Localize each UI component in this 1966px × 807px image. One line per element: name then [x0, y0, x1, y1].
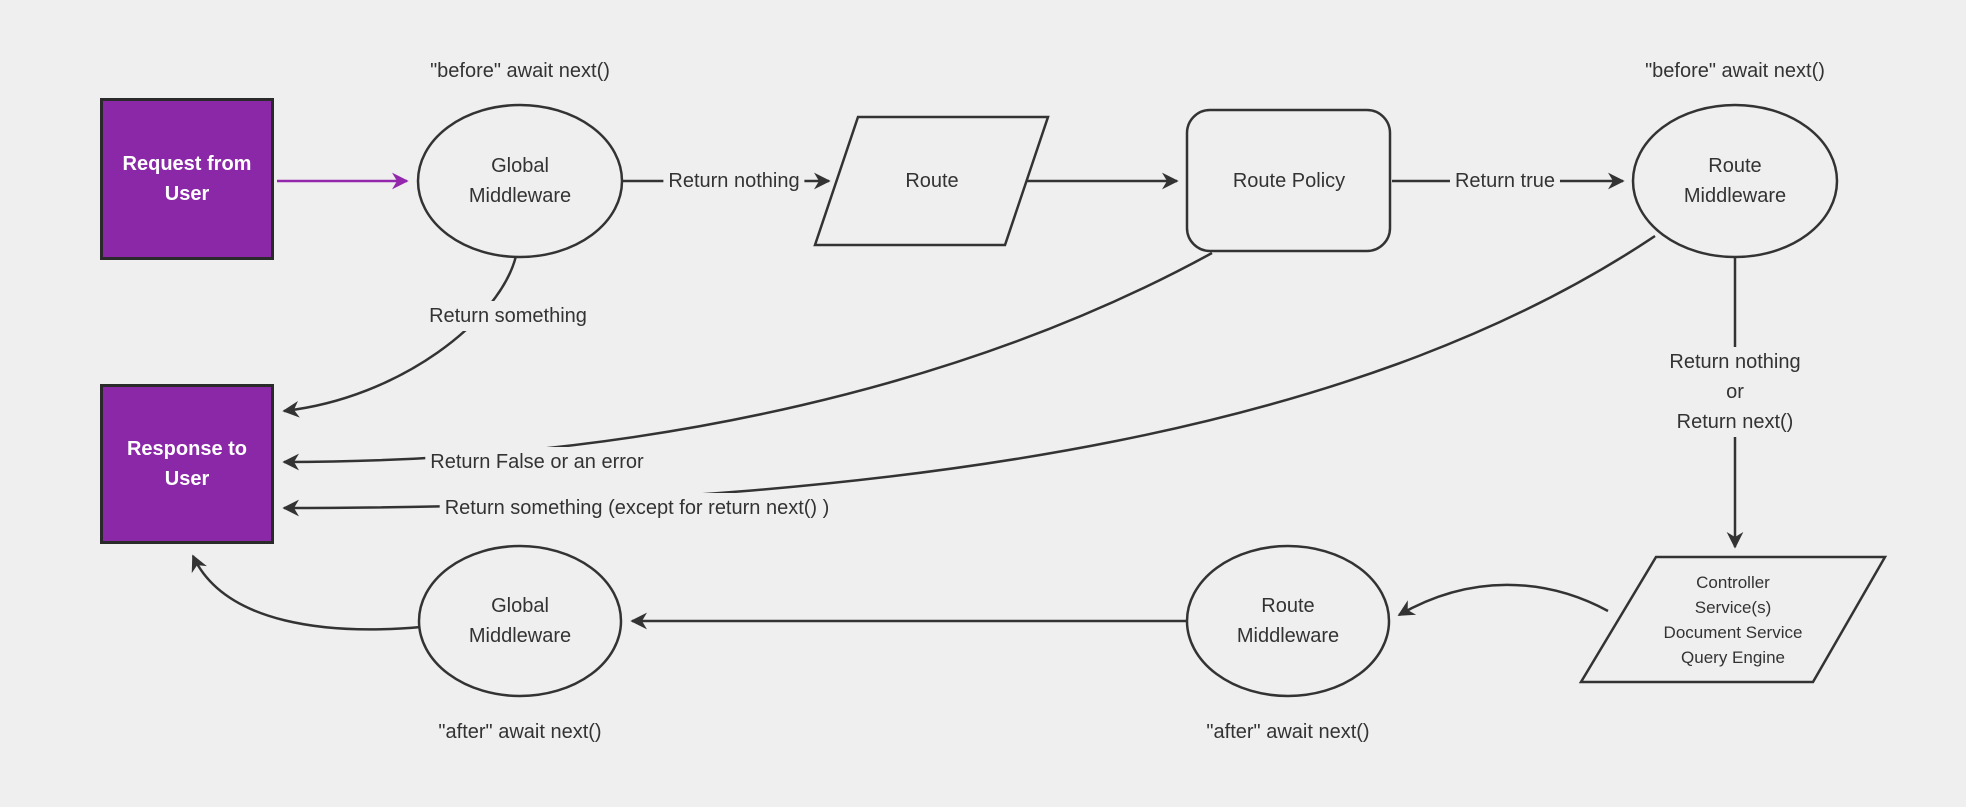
before-await-next-route-label: "before" await next() [1640, 56, 1830, 86]
before-await-next-global-label: "before" await next() [425, 56, 615, 86]
after-await-next-global-label: "after" await next() [433, 717, 607, 747]
return-false-or-error-label: Return False or an error [425, 447, 649, 477]
return-something-label: Return something [424, 301, 592, 331]
edge-route-policy-to-response [282, 251, 1213, 471]
response-to-user-node: Response to User [100, 384, 274, 544]
return-something-except-label: Return something (except for return next… [439, 493, 835, 523]
return-nothing-label: Return nothing [663, 166, 805, 196]
return-true-label: Return true [1449, 166, 1561, 196]
route-middleware-bottom-node-shape [1185, 544, 1391, 698]
global-middleware-bottom-node-shape [417, 544, 623, 698]
route-middleware-top-node-shape [1631, 103, 1839, 259]
route-node-shape [813, 115, 1050, 247]
route-policy-node-shape [1185, 108, 1392, 253]
after-await-next-route-label: "after" await next() [1201, 717, 1375, 747]
edge-controller-to-route-middleware-bottom [1397, 583, 1609, 617]
request-from-user-node: Request from User [100, 98, 274, 260]
global-middleware-top-node-shape [416, 103, 624, 259]
edge-global-middleware-bottom-to-response [191, 554, 422, 631]
edge-global-middleware-to-response [282, 255, 518, 418]
controller-node-shape [1578, 555, 1888, 684]
return-nothing-or-next-label: Return nothing or Return next() [1664, 347, 1806, 437]
